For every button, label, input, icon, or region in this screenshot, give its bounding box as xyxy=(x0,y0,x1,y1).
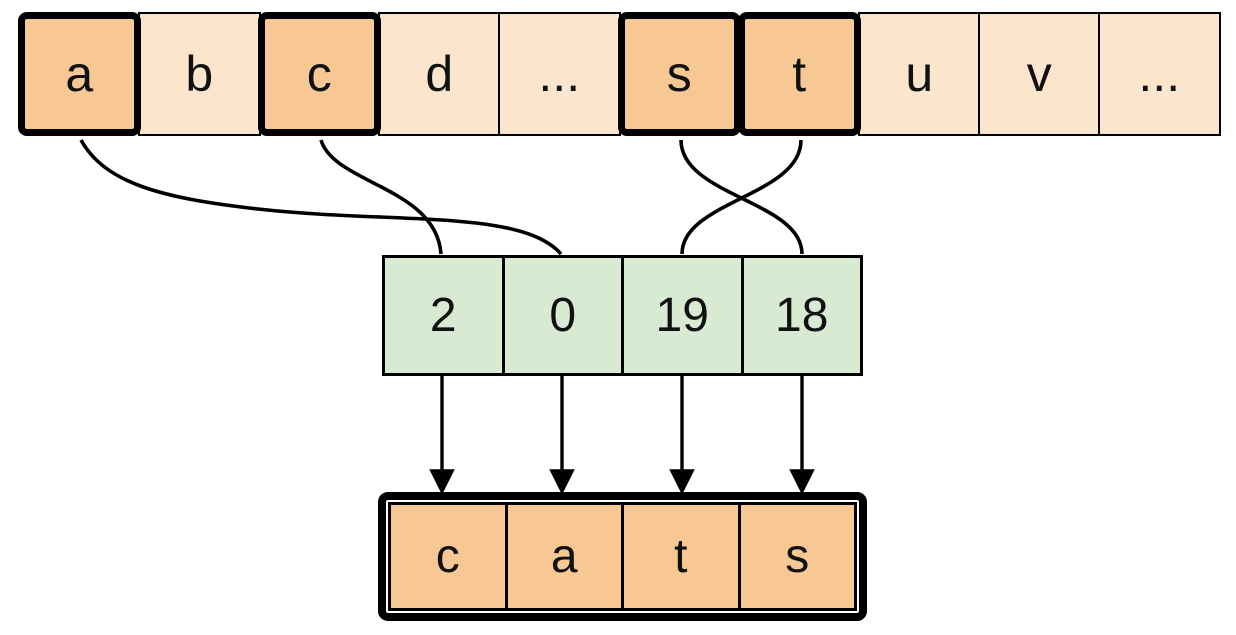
alphabet-cell-ellipsis-2-label: ... xyxy=(1138,46,1181,102)
arrowhead-index-1-to-output-1 xyxy=(549,469,575,495)
index-cell-2-value: 19 xyxy=(655,289,709,342)
index-cell-2: 19 xyxy=(621,255,744,376)
arrowhead-index-0-to-output-0 xyxy=(429,469,455,495)
output-cell-1: a xyxy=(504,502,624,611)
output-row: c a t s xyxy=(378,492,867,621)
alphabet-cell-d-label: d xyxy=(425,46,454,102)
curve-letter-t-to-index-19 xyxy=(680,139,803,255)
alphabet-cell-s: s xyxy=(618,12,741,136)
arrowhead-index-2-to-output-2 xyxy=(669,469,695,495)
curve-letter-a-to-index-0 xyxy=(79,139,563,256)
output-cell-3: s xyxy=(737,502,857,611)
alphabet-cell-u-label: u xyxy=(905,46,934,102)
alphabet-cell-d: d xyxy=(378,12,501,136)
alphabet-cell-v: v xyxy=(978,12,1101,136)
alphabet-cell-u: u xyxy=(858,12,981,136)
index-row: 2 0 19 18 xyxy=(382,255,863,376)
index-cell-3-value: 18 xyxy=(775,289,829,342)
alphabet-cell-ellipsis-1: ... xyxy=(498,12,621,136)
alphabet-cell-b-label: b xyxy=(185,46,214,102)
index-cell-0: 2 xyxy=(382,255,505,376)
index-cell-0-value: 2 xyxy=(429,289,457,342)
alphabet-cell-c: c xyxy=(258,12,381,136)
index-cell-1: 0 xyxy=(501,255,624,376)
arrowhead-index-3-to-output-3 xyxy=(789,469,815,495)
alphabet-cell-v-label: v xyxy=(1026,46,1052,102)
output-cell-0-label: c xyxy=(435,530,460,583)
alphabet-cell-t: t xyxy=(738,12,861,136)
index-cell-3: 18 xyxy=(740,255,863,376)
output-cell-0: c xyxy=(388,502,508,611)
alphabet-cell-ellipsis-2: ... xyxy=(1098,12,1221,136)
index-cell-1-value: 0 xyxy=(549,289,577,342)
alphabet-row: a b c d ... s t u v ... xyxy=(18,12,1221,136)
curve-letter-s-to-index-18 xyxy=(679,139,804,255)
alphabet-cell-s-label: s xyxy=(666,46,692,102)
alphabet-cell-a: a xyxy=(18,12,141,136)
alphabet-cell-b: b xyxy=(138,12,261,136)
alphabet-cell-a-label: a xyxy=(65,46,94,102)
output-cell-3-label: s xyxy=(785,530,810,583)
alphabet-cell-c-label: c xyxy=(306,46,332,102)
output-cell-2: t xyxy=(621,502,741,611)
curve-letter-c-to-index-2 xyxy=(319,139,443,255)
alphabet-cell-ellipsis-1-label: ... xyxy=(538,46,581,102)
alphabet-cell-t-label: t xyxy=(792,46,807,102)
output-cell-1-label: a xyxy=(550,530,578,583)
output-cell-2-label: t xyxy=(674,530,688,583)
